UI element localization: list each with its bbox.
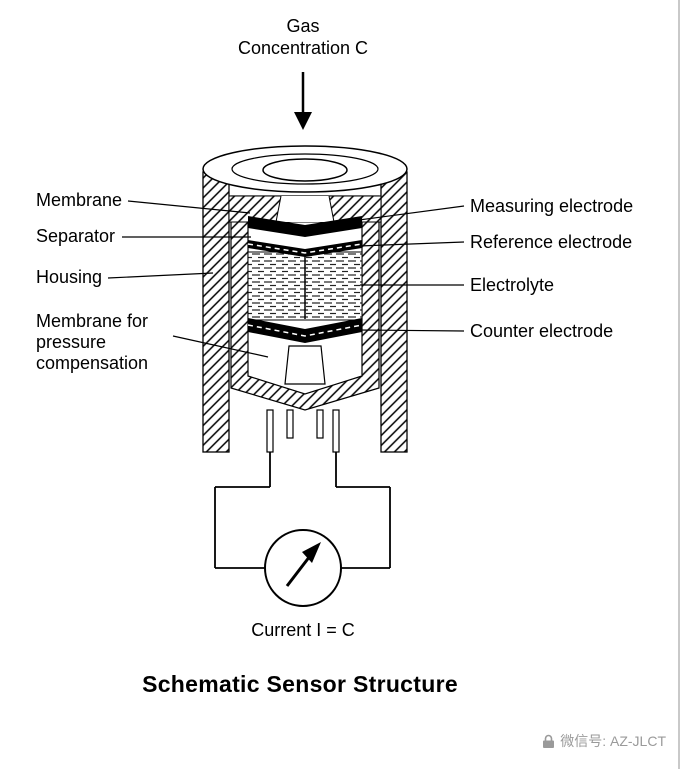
ammeter-needle — [285, 555, 312, 587]
pin — [332, 409, 340, 453]
leader-measuring-electrode — [358, 205, 465, 221]
ammeter-needle-tip — [302, 542, 321, 563]
connector-pins — [266, 409, 340, 453]
cell-stack — [247, 216, 363, 385]
measurement-circuit — [214, 452, 391, 607]
current-label: Current I = C — [251, 620, 355, 640]
counter-electrode-shape — [248, 318, 362, 343]
label-reference-electrode: Reference electrode — [470, 232, 633, 252]
pin — [316, 409, 324, 439]
leader-pressure-membrane — [172, 335, 269, 358]
gas-flow-arrow — [294, 72, 312, 130]
pin — [286, 409, 294, 439]
housing — [202, 145, 408, 453]
housing-left-wall — [202, 171, 230, 453]
watermark-text: 微信号: AZ-JLCT — [560, 733, 666, 749]
gas-funnel — [276, 196, 334, 222]
leader-reference-electrode — [358, 241, 465, 247]
measuring-electrode-shape — [248, 216, 362, 237]
diagram-title: Schematic Sensor Structure — [142, 671, 458, 697]
leader-housing — [107, 272, 214, 279]
housing-rim-inner-edge — [231, 153, 379, 185]
label-separator: Separator — [36, 226, 116, 246]
watermark: 微信号: AZ-JLCT — [542, 731, 666, 751]
pressure-compensation-tube — [284, 345, 326, 385]
reference-electrode-separator-line — [247, 243, 363, 254]
gas-label-line1: Gas — [286, 16, 320, 36]
leader-lines — [107, 200, 465, 358]
label-housing: Housing — [36, 267, 103, 287]
housing-right-wall — [380, 171, 408, 453]
label-measuring-electrode: Measuring electrode — [470, 196, 634, 216]
gas-concentration-label: Gas Concentration C — [203, 15, 403, 59]
pin — [266, 409, 274, 453]
gas-label-line2: Concentration C — [237, 38, 369, 58]
label-electrolyte: Electrolyte — [470, 275, 555, 295]
leader-membrane — [127, 200, 251, 214]
label-membrane: Membrane — [36, 190, 123, 210]
ammeter — [264, 529, 342, 607]
label-pressure-membrane: Membrane for pressure compensation — [36, 311, 149, 373]
lock-icon — [543, 734, 555, 748]
leader-counter-electrode — [358, 329, 465, 332]
label-counter-electrode: Counter electrode — [470, 321, 614, 341]
counter-electrode-separator-line — [247, 324, 363, 337]
gas-inlet-opening — [262, 158, 348, 182]
